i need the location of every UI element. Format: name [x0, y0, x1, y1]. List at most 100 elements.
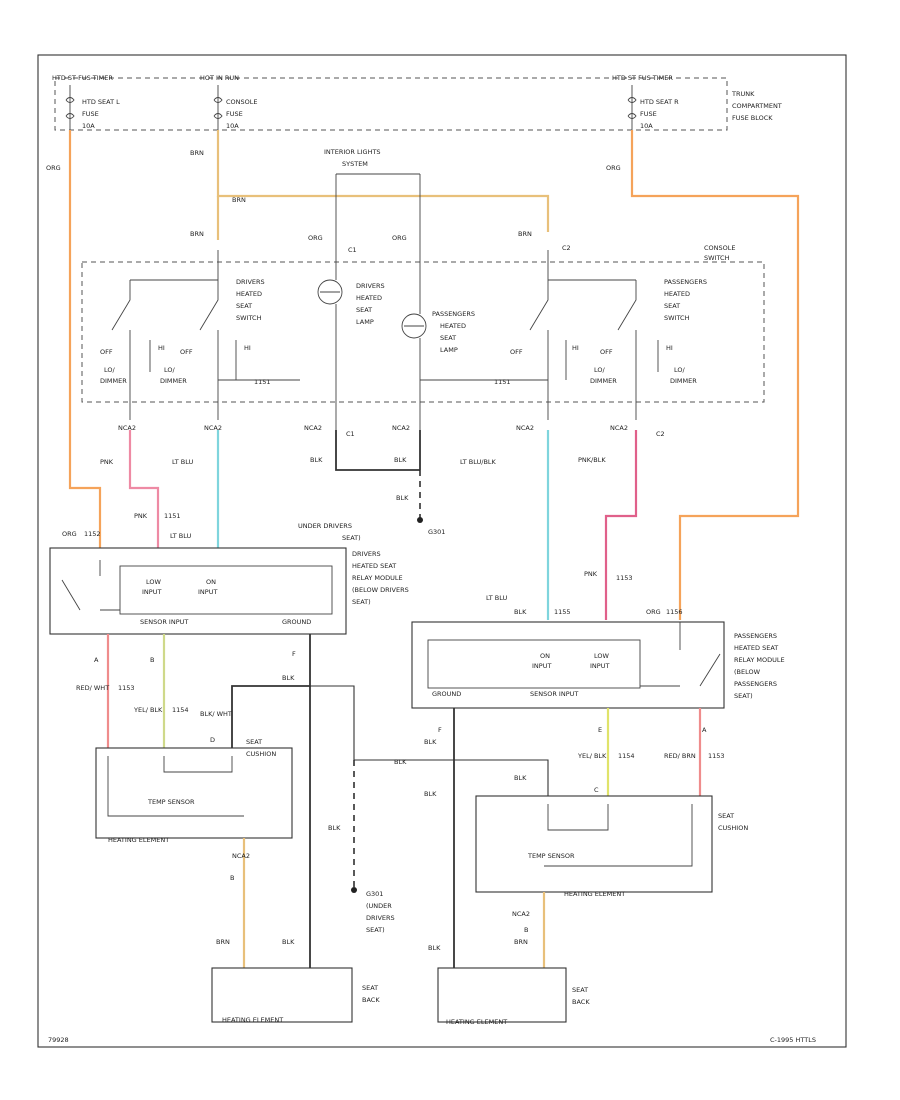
pin-a-driver: A	[94, 656, 99, 664]
passenger-switch-off-2: OFF	[600, 348, 613, 356]
driver-module-sensor: SENSOR INPUT	[140, 618, 188, 626]
pin-b-driver-back: B	[230, 874, 234, 882]
connector-ncal-4: NCA2	[392, 424, 410, 432]
connector-ncal-3: NCA2	[304, 424, 322, 432]
wire-label-pnkblk-passenger: PNK/BLK	[578, 456, 606, 464]
connector-ncal-2: NCA2	[204, 424, 222, 432]
diagram-frame	[37, 54, 847, 1048]
pin-b-driver: B	[150, 656, 154, 664]
passenger-module-low-2: INPUT	[590, 662, 609, 670]
fuse-left-rating: 10A	[82, 122, 95, 130]
driver-module-org: ORG	[62, 530, 77, 538]
driver-switch-off-2: OFF	[180, 348, 193, 356]
passenger-lamp-label-4: LAMP	[440, 346, 458, 354]
passenger-module-c1156: 1156	[666, 608, 683, 616]
passenger-switch-label-1: PASSENGERS	[664, 278, 707, 286]
driver-module-pnk: PNK	[134, 512, 148, 520]
driver-switch-hi-1: HI	[158, 344, 165, 352]
wire-label-blk-c1: BLK	[310, 456, 323, 464]
passenger-module-blk: BLK	[514, 608, 527, 616]
wire-label-brn-drop: BRN	[190, 230, 204, 238]
wire-label-blk-passenger: BLK	[424, 738, 437, 746]
interior-lights-wire	[335, 173, 421, 240]
driver-module-ground: GROUND	[282, 618, 311, 626]
passenger-module-label-3: RELAY MODULE	[734, 656, 785, 664]
pin-c-passenger: C	[594, 786, 599, 794]
passenger-module-label-2: HEATED SEAT	[734, 644, 778, 652]
driver-switch-label-1: DRIVERS	[236, 278, 265, 286]
passenger-module-pnk: PNK	[584, 570, 598, 578]
driver-lamp-label-1: DRIVERS	[356, 282, 385, 290]
footer-right: C-1995 HTTLS	[770, 1036, 816, 1044]
ground1-id: G301	[428, 528, 445, 536]
pin-f-driver: F	[292, 650, 296, 658]
passenger-module-inner	[427, 639, 641, 689]
passenger-switch-hi-1: HI	[572, 344, 579, 352]
driver-heating-element: HEATING ELEMENT	[108, 836, 169, 844]
wire-label-org-il2: ORG	[392, 234, 407, 242]
passenger-module-label-6: SEAT)	[734, 692, 753, 700]
driver-lamp-label-4: LAMP	[356, 318, 374, 326]
wire-label-passenger-bus: 1151	[494, 378, 511, 386]
fuse-source-center: HOT IN RUN	[200, 74, 239, 82]
passenger-lamp-label-2: HEATED	[440, 322, 466, 330]
fuse-right-name: HTD SEAT R	[640, 98, 679, 106]
wire-label-blk-passenger-cushion: BLK	[514, 774, 527, 782]
interior-lights-label-2: SYSTEM	[342, 160, 368, 168]
driver-module-label-2: HEATED SEAT	[352, 562, 396, 570]
passenger-module-relay	[640, 622, 721, 687]
passenger-module-label-5: PASSENGERS	[734, 680, 777, 688]
driver-module-on-1: ON	[206, 578, 216, 586]
driver-module-on-2: INPUT	[198, 588, 217, 596]
wire-label-brn-switch: 1151	[254, 378, 271, 386]
pin-d-driver: D	[210, 736, 215, 744]
driver-seat-back-label-1: SEAT	[362, 984, 378, 992]
passenger-switch-off-1: OFF	[510, 348, 523, 356]
driver-module-label-1: DRIVERS	[352, 550, 381, 558]
ground2-label-1: G301	[366, 890, 383, 898]
driver-temp-sensor: TEMP SENSOR	[147, 798, 195, 806]
driver-switch-label-3: SEAT	[236, 302, 252, 310]
wire-label-ltblu-driver: LT BLU	[172, 458, 194, 466]
passenger-module-org: ORG	[646, 608, 661, 616]
ground2-label-3: DRIVERS	[366, 914, 395, 922]
driver-lamp	[317, 240, 343, 470]
connector-c1-bottom: C1	[346, 430, 355, 438]
fuse-left-name: HTD SEAT L	[82, 98, 120, 106]
interior-lights-label-1: INTERIOR LIGHTS	[324, 148, 381, 156]
passenger-seat-cushion	[475, 795, 713, 893]
wire-label-red-passenger: RED/ BRN	[664, 752, 696, 760]
wire-label-org-left: ORG	[46, 164, 61, 172]
footer-left: 79928	[48, 1036, 69, 1044]
wire-label-blk-wht-driver: BLK/ WHT	[200, 710, 232, 718]
passenger-module-label-1: PASSENGERS	[734, 632, 777, 640]
passenger-module-on-2: INPUT	[532, 662, 551, 670]
ground-point-2	[351, 887, 357, 893]
fuse-left-type: FUSE	[82, 110, 99, 118]
passenger-module-low-1: LOW	[594, 652, 610, 660]
fuse-block-label-2: COMPARTMENT	[732, 102, 782, 110]
wire-label-brn-bus: BRN	[232, 196, 246, 204]
driver-module-ltblu: LT BLU	[170, 532, 192, 540]
wire-blk-bus	[310, 685, 454, 761]
passenger-switch-dim-2: DIMMER	[670, 377, 697, 385]
fuse-block-outline	[54, 77, 728, 131]
ground1-label-1: UNDER DRIVERS	[298, 522, 352, 530]
console-switch-outline	[81, 261, 765, 403]
ground1-label-2: SEAT)	[342, 534, 361, 542]
wire-blk-driver-module	[231, 634, 311, 748]
wire-label-brn-passenger-back: BRN	[514, 938, 528, 946]
passenger-lamp	[401, 240, 427, 470]
passenger-back-heating-element: HEATING ELEMENT	[446, 1018, 507, 1026]
driver-switch	[111, 250, 300, 420]
passenger-seat-back-label-2: BACK	[572, 998, 590, 1006]
fuse-symbol-center	[213, 85, 223, 130]
driver-module-low-2: INPUT	[142, 588, 161, 596]
wire-label-red-driver: RED/ WHT	[76, 684, 109, 692]
passenger-switch-label-4: SWITCH	[664, 314, 690, 322]
passenger-switch-dim-1: DIMMER	[590, 377, 617, 385]
driver-switch-dim-1: DIMMER	[100, 377, 127, 385]
pin-a-passenger: A	[702, 726, 707, 734]
wire-pnkblk-passenger	[604, 430, 638, 620]
